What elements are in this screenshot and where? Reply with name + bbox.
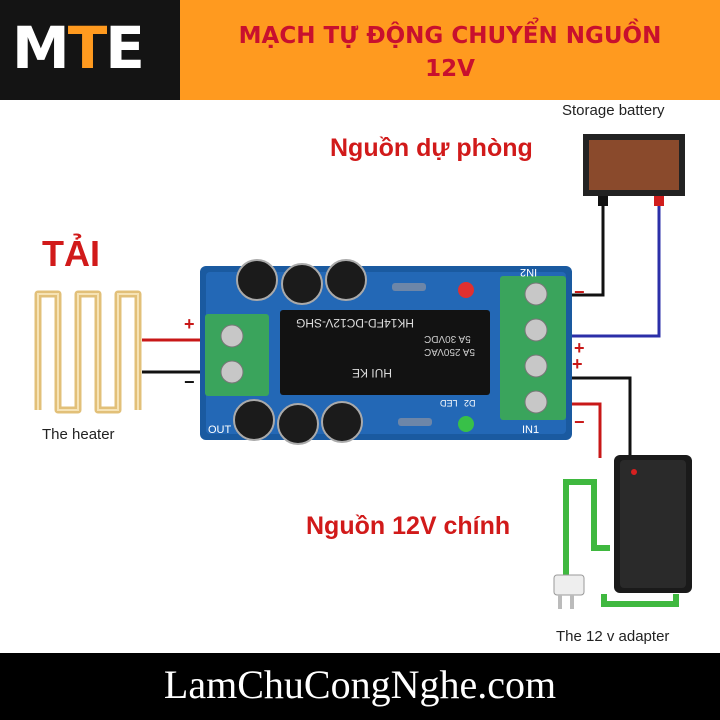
heater-element (34, 290, 142, 414)
polarity-minus-adapter: − (574, 412, 585, 432)
label-in2: IN2 (520, 266, 538, 278)
storage-battery (583, 134, 685, 206)
label-storage-battery: Storage battery (562, 102, 665, 119)
title-line-2: 12V (425, 56, 475, 82)
battery-wire-black (572, 206, 605, 297)
pcb-board (200, 259, 572, 445)
label-in1: IN1 (522, 424, 540, 436)
brand-logo: MTE (0, 0, 180, 100)
capacitor (281, 263, 323, 305)
resistor (392, 283, 426, 291)
header-banner: MTE MẠCH TỰ ĐỘNG CHUYỂN NGUỒN 12V (0, 0, 720, 100)
label-led: LED (440, 398, 458, 408)
title-line-1: MẠCH TỰ ĐỘNG CHUYỂN NGUỒN (238, 23, 662, 49)
battery-wire-blue (572, 206, 661, 338)
led-green (458, 416, 474, 432)
label-adapter: The 12 v adapter (556, 628, 670, 645)
label-main-source: Nguồn 12V chính (306, 512, 511, 540)
power-adapter (614, 455, 692, 593)
wiring-diagram (34, 134, 692, 609)
relay (280, 310, 490, 395)
relay-model-text: HK14FD-DC12V-SHG (296, 316, 415, 330)
label-load: TẢI (42, 233, 100, 274)
polarity-minus-heater: − (184, 372, 195, 392)
terminal-in (500, 276, 566, 420)
adapter-wire-red (572, 402, 602, 458)
resistor (398, 418, 432, 426)
polarity-plus-adapter: + (572, 354, 583, 374)
polarity-plus-battery: + (574, 338, 585, 358)
label-backup-source: Nguồn dự phòng (330, 134, 533, 162)
adapter-wire-black (572, 376, 632, 458)
footer-banner: LamChuCongNghe.com (0, 653, 720, 720)
relay-rating-2: 5A 30VDC (424, 333, 471, 344)
capacitor (321, 401, 363, 443)
ac-plug (553, 574, 585, 609)
page-title: MẠCH TỰ ĐỘNG CHUYỂN NGUỒN 12V (195, 20, 705, 86)
label-d2: D2 (464, 398, 476, 408)
website-text: LamChuCongNghe.com (163, 662, 557, 707)
capacitor (236, 259, 278, 301)
label-out: OUT (208, 424, 232, 436)
led-red (458, 282, 474, 298)
logo-text: MTE (12, 14, 145, 82)
label-heater: The heater (42, 426, 115, 443)
polarity-plus-heater: + (184, 314, 195, 334)
capacitor (277, 403, 319, 445)
capacitor (325, 259, 367, 301)
heater-element-inner (37, 293, 139, 411)
relay-brand-text: HUI KE (352, 366, 393, 380)
polarity-minus-battery: − (574, 282, 585, 302)
relay-rating-1: 5A 250VAC (424, 346, 475, 357)
capacitor (233, 399, 275, 441)
